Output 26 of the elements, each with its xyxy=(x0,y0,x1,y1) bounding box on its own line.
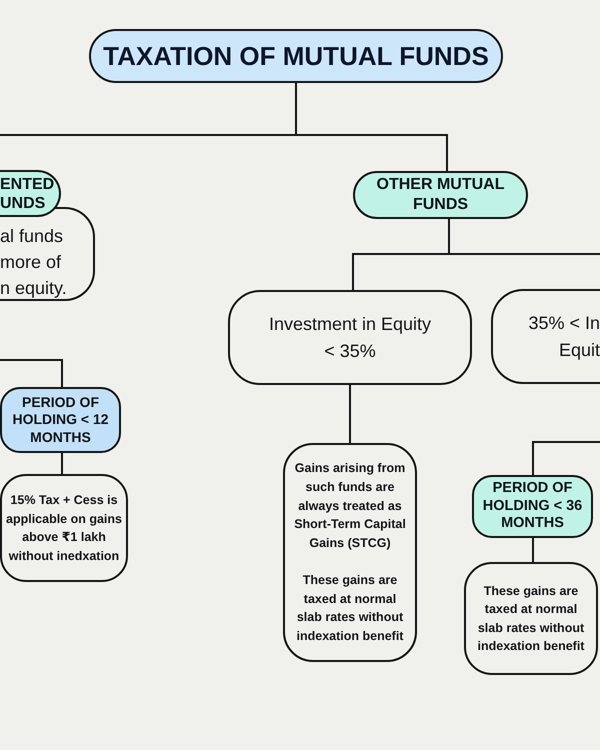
connector-line xyxy=(532,441,600,475)
connector-line xyxy=(349,385,351,443)
tax-rule-text: These gains are taxed at normal slab rates without indexation benefit xyxy=(296,572,404,646)
title-text: TAXATION OF MUTUAL FUNDS xyxy=(103,41,489,71)
criteria-box xyxy=(0,207,95,301)
holding-period-pill xyxy=(472,475,593,538)
category-pill xyxy=(0,170,61,217)
tax-rule-text: 15% Tax + Cess is applicable on gains above ₹1 lakh without inedxation xyxy=(5,492,123,564)
category-label: ENTED UNDS xyxy=(0,174,56,212)
criteria-box xyxy=(228,290,472,385)
tax-rule-text: These gains are taxed at normal slab rates without indexation benefit xyxy=(476,582,586,655)
criteria-text: al funds more of n equity. xyxy=(0,225,68,300)
title-box xyxy=(89,29,503,83)
holding-period-label: PERIOD OF HOLDING < 12 MONTHS xyxy=(11,394,110,446)
connector-line xyxy=(448,219,600,255)
category-label: OTHER MUTUAL FUNDS xyxy=(376,175,506,215)
holding-period-label: PERIOD OF HOLDING < 36 MONTHS xyxy=(482,480,584,533)
connector-line xyxy=(532,538,534,562)
tax-rule-text: Gains arising from such funds are always treated as Short-Term Capital Gains (STCG) xyxy=(293,460,407,552)
connector-line xyxy=(61,453,63,474)
criteria-text: Investment in Equity < 35% xyxy=(268,312,432,362)
holding-period-pill xyxy=(0,387,121,453)
criteria-text: 35% < In Equit xyxy=(527,312,600,362)
connector-line xyxy=(0,359,63,387)
category-pill xyxy=(353,171,528,219)
criteria-box xyxy=(491,289,600,384)
